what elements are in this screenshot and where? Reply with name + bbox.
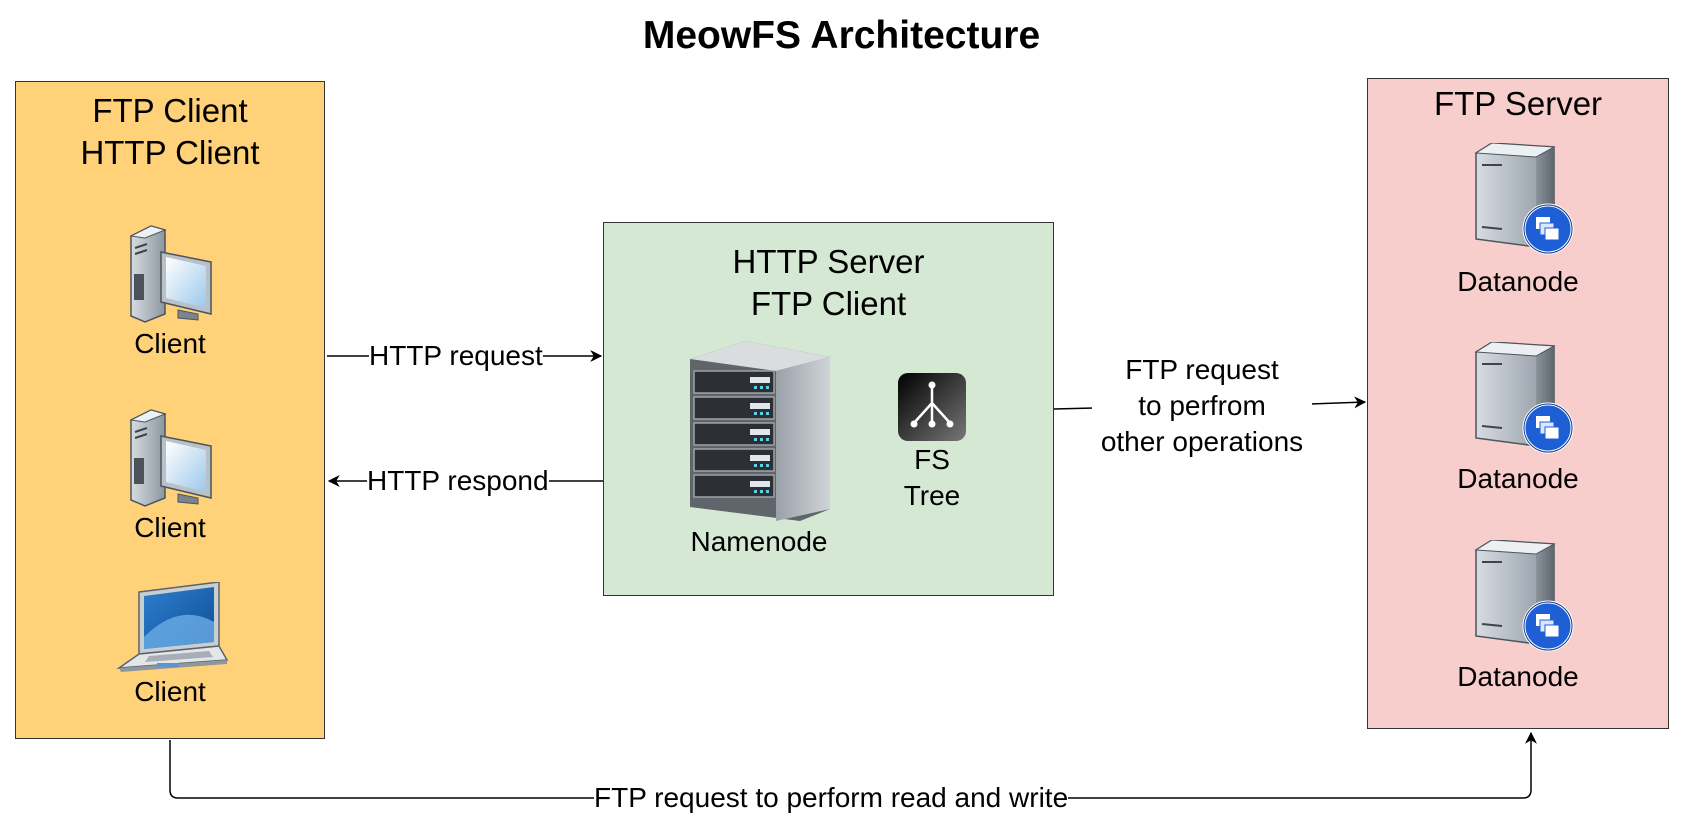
http-group-title-line1: HTTP Server: [732, 243, 925, 280]
ftp-group-title: FTP Server: [1433, 85, 1603, 122]
fs-tree-label-line1: FS: [914, 444, 950, 475]
client-node-label: Client: [134, 512, 206, 543]
diagram-title: MeowFS Architecture: [642, 14, 1041, 57]
http-respond-label: HTTP respond: [367, 464, 549, 498]
fs-tree-label-line2: Tree: [903, 480, 961, 511]
datanode-label: Datanode: [1457, 266, 1579, 297]
ftp-other-ops-label-line2: to perfrom: [1092, 389, 1312, 423]
datanode-label: Datanode: [1457, 661, 1579, 692]
ftp-other-ops-label-line3: other operations: [1092, 425, 1312, 459]
client-group-title-line1: FTP Client: [92, 92, 248, 129]
ftp-other-ops-arrow: [1053, 402, 1365, 409]
client-node-label: Client: [134, 676, 206, 707]
http-group-title-line2: FTP Client: [750, 285, 907, 322]
client-group-title-line2: HTTP Client: [80, 134, 260, 171]
fs-tree-icon: [898, 373, 966, 441]
ftp-other-ops-label-line1: FTP request: [1092, 353, 1312, 387]
namenode-label: Namenode: [690, 526, 828, 557]
client-node-label: Client: [134, 328, 206, 359]
datanode-label: Datanode: [1457, 463, 1579, 494]
client-group: FTP Client HTTP Client Client Client Cli…: [15, 81, 325, 739]
rack-server-icon: [690, 341, 830, 521]
ftp-server-group: FTP Server Datanode Datanode Datanode: [1367, 78, 1669, 729]
http-request-label: HTTP request: [369, 339, 543, 373]
ftp-read-write-label: FTP request to perform read and write: [594, 781, 1069, 815]
http-server-group: HTTP Server FTP Client Namenode: [603, 222, 1054, 596]
